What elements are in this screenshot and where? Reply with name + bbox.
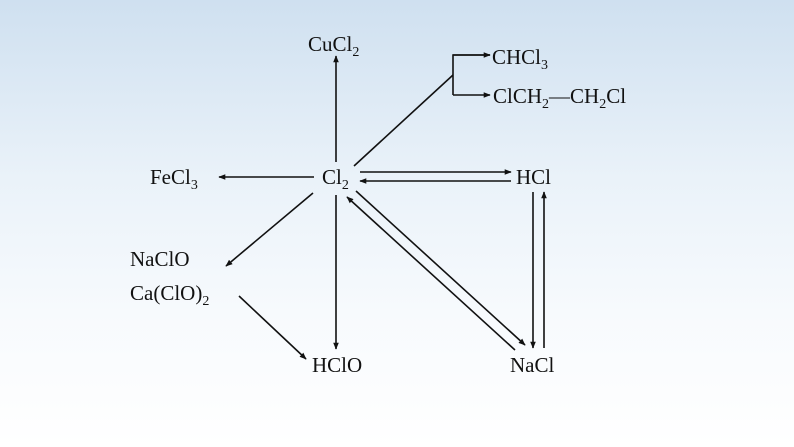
arrow-cl2-to-organics-stem bbox=[353, 74, 454, 167]
arrow-cl2-to-naclo bbox=[225, 192, 314, 267]
arrow-cl2-to-nacl bbox=[355, 190, 526, 346]
node-fecl3: FeCl3 bbox=[150, 165, 198, 193]
arrow-caclo2-to-hclo bbox=[238, 295, 307, 360]
node-dichloroethane: ClCH2—CH2Cl bbox=[493, 84, 626, 112]
arrow-nacl-to-cl2 bbox=[346, 196, 516, 351]
node-cucl2: CuCl2 bbox=[308, 32, 359, 60]
node-chcl3: CHCl3 bbox=[492, 45, 548, 73]
node-hclo: HClO bbox=[312, 353, 362, 377]
node-hcl: HCl bbox=[516, 165, 551, 189]
node-caclo2: Ca(ClO)2 bbox=[130, 281, 209, 309]
node-cl2: Cl2 bbox=[322, 165, 349, 193]
node-naclo: NaClO bbox=[130, 247, 190, 271]
node-nacl: NaCl bbox=[510, 353, 554, 377]
arrow-branch-bracket bbox=[452, 54, 490, 95]
